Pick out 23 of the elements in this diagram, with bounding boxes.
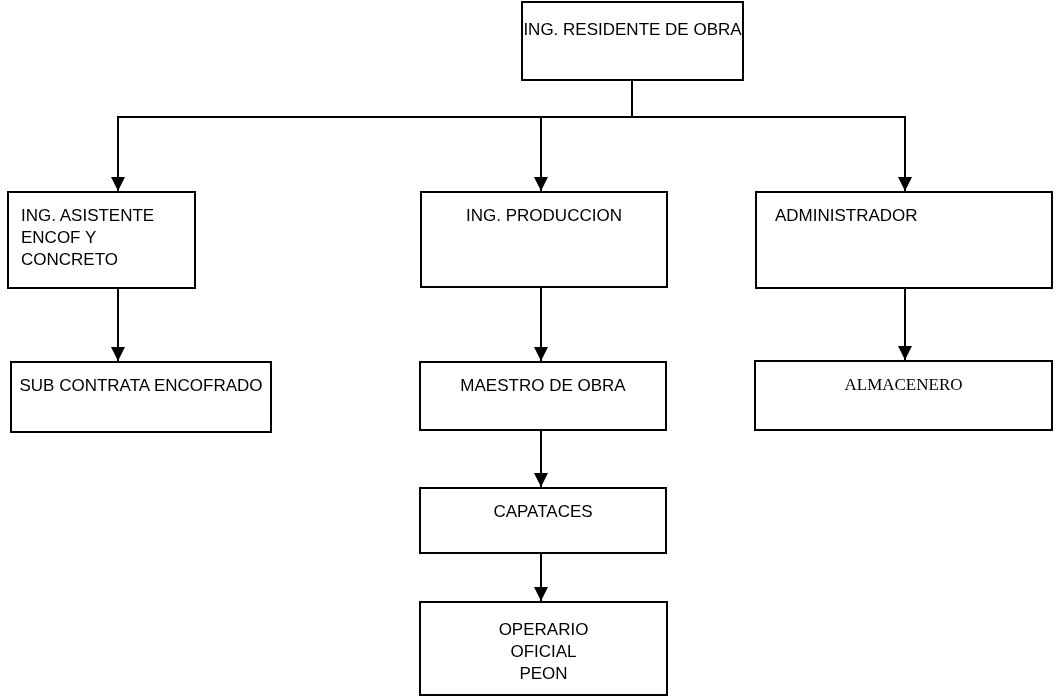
org-box	[754, 360, 1053, 431]
box-label: ING. PRODUCCION	[466, 205, 622, 227]
org-box	[420, 191, 668, 288]
connector-arrow	[534, 553, 548, 602]
box-label: OPERARIO OFICIAL PEON	[498, 619, 589, 685]
org-box	[10, 361, 272, 433]
connector-arrow	[898, 288, 912, 361]
org-box	[419, 487, 667, 554]
box-label: ALMACENERO	[844, 374, 963, 396]
org-box	[419, 361, 667, 431]
box-label: ADMINISTRADOR	[775, 205, 918, 227]
org-box	[419, 601, 668, 696]
connector-arrow	[534, 430, 548, 488]
org-box	[7, 191, 196, 289]
connector-arrow	[534, 287, 548, 362]
connector-arrow	[111, 288, 125, 362]
box-label: CAPATACES	[493, 501, 593, 523]
box-label: ING. ASISTENTE ENCOF Y CONCRETO	[21, 205, 156, 271]
box-label: SUB CONTRATA ENCOFRADO	[19, 375, 263, 397]
org-box	[755, 191, 1053, 289]
box-label: MAESTRO DE OBRA	[460, 375, 626, 397]
box-label: ING. RESIDENTE DE OBRA	[523, 19, 742, 41]
org-box	[521, 1, 744, 81]
